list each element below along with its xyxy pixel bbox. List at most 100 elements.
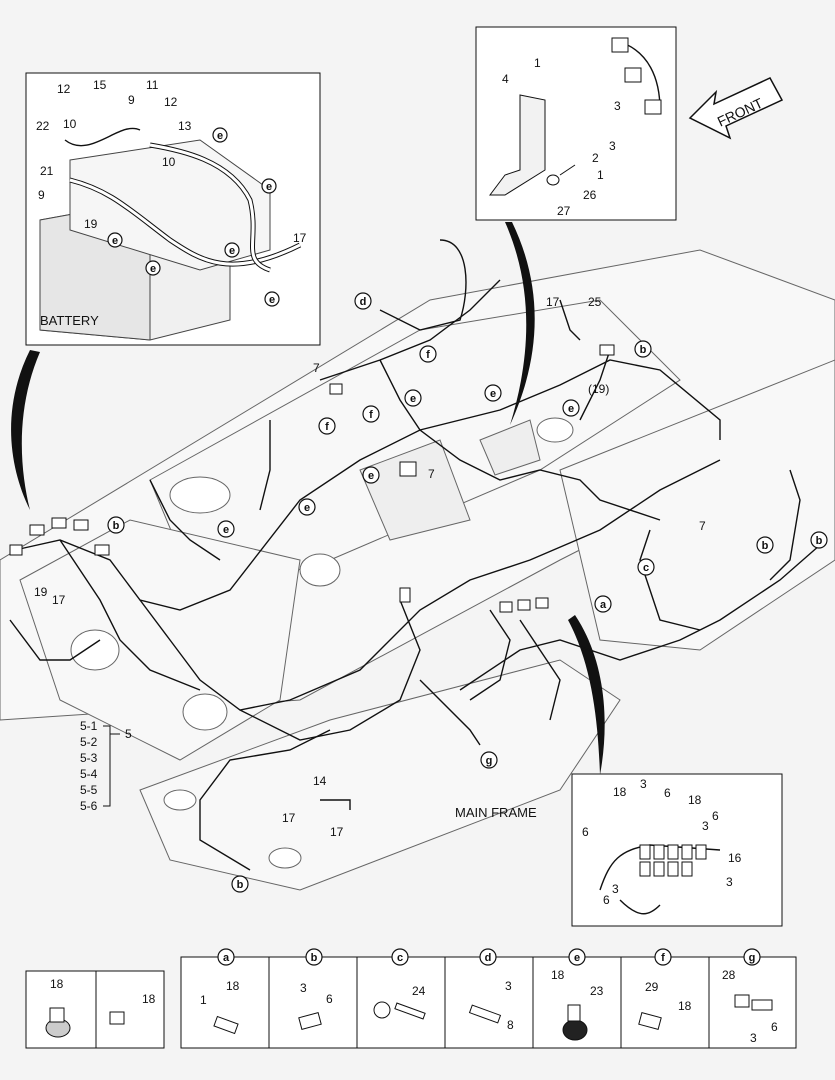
callout-e: e <box>368 470 374 482</box>
label: 5-6 <box>80 799 98 813</box>
label: 27 <box>557 204 571 218</box>
callout-e: e <box>229 245 235 257</box>
label: 10 <box>63 117 77 131</box>
detail-number-labels: 18 3 6 18 6 6 3 16 3 3 6 <box>582 777 742 907</box>
label: 4 <box>502 72 509 86</box>
callout-b: b <box>237 879 244 891</box>
legend-part: 3 <box>505 979 512 993</box>
label: 21 <box>40 164 54 178</box>
label: 10 <box>162 155 176 169</box>
legend-part: 3 <box>300 981 307 995</box>
label: 7 <box>428 467 435 481</box>
callout-e: e <box>410 393 416 405</box>
bracket-panel <box>475 26 677 221</box>
label: 12 <box>164 95 178 109</box>
label: 2 <box>592 151 599 165</box>
legend-key-a: a <box>223 952 230 964</box>
label: 19 <box>84 217 98 231</box>
legend-key-g: g <box>749 952 756 964</box>
callout-b: b <box>640 344 647 356</box>
label: 9 <box>128 93 135 107</box>
wire-harness <box>9 239 821 871</box>
label: 6 <box>664 786 671 800</box>
callout-e: e <box>490 388 496 400</box>
label: 5 <box>125 727 132 741</box>
label: 18 <box>613 785 627 799</box>
legend-part: 18 <box>551 968 565 982</box>
legend-part: 29 <box>645 980 659 994</box>
label: 3 <box>726 875 733 889</box>
label: 5-2 <box>80 735 98 749</box>
callout-f: f <box>426 349 430 361</box>
label: 6 <box>582 825 589 839</box>
label: 7 <box>699 519 706 533</box>
legend-key-f: f <box>661 952 665 964</box>
main-callouts: d f f f e e e e e e b b b b b c a g <box>107 292 828 893</box>
callout-c: c <box>643 562 649 574</box>
callout-b: b <box>762 540 769 552</box>
label: 14 <box>313 774 327 788</box>
legend-part: 18 <box>142 992 156 1006</box>
label: 22 <box>36 119 50 133</box>
legend <box>25 956 797 1049</box>
label: 7 <box>313 361 320 375</box>
label: 12 <box>57 82 71 96</box>
detail-link-arc <box>568 615 605 775</box>
front-arrow: FRONT <box>688 77 784 140</box>
callout-e: e <box>112 235 118 247</box>
callout-b: b <box>816 535 823 547</box>
main-frame-structure <box>0 249 835 891</box>
battery-link-arc <box>11 350 40 510</box>
legend-part: 6 <box>771 1020 778 1034</box>
legend-part: 18 <box>226 979 240 993</box>
connectors <box>9 344 615 613</box>
label: 18 <box>688 793 702 807</box>
legend-part: 28 <box>722 968 736 982</box>
callout-e: e <box>304 502 310 514</box>
label: 6 <box>712 809 719 823</box>
label: 3 <box>640 777 647 791</box>
label: 11 <box>146 78 159 92</box>
callout-e: e <box>568 403 574 415</box>
label: 15 <box>93 78 107 92</box>
callout-e: e <box>217 130 223 142</box>
bracket-number-labels: 1 4 3 3 2 1 27 26 <box>502 56 621 218</box>
label: 17 <box>546 295 560 309</box>
legend-part: 1 <box>200 993 207 1007</box>
legend-key-c: c <box>397 952 403 964</box>
label: 17 <box>282 811 296 825</box>
legend-part: 24 <box>412 984 426 998</box>
callout-f: f <box>325 421 329 433</box>
label: 3 <box>609 139 616 153</box>
label: 3 <box>614 99 621 113</box>
callout-e: e <box>150 263 156 275</box>
callout-e: e <box>269 294 275 306</box>
callout-e: e <box>223 524 229 536</box>
label: 9 <box>38 188 45 202</box>
legend-key-e: e <box>574 952 580 964</box>
label: 1 <box>597 168 604 182</box>
legend-part: 18 <box>50 977 64 991</box>
callout-f: f <box>369 409 373 421</box>
label: 26 <box>583 188 597 202</box>
label: 25 <box>588 295 602 309</box>
legend-part: 8 <box>507 1018 514 1032</box>
battery-title: BATTERY <box>40 313 99 328</box>
label: 19 <box>34 585 48 599</box>
battery-callouts: e e e e e e <box>107 127 280 307</box>
callout-d: d <box>360 296 367 308</box>
legend-part: 23 <box>590 984 604 998</box>
label: 1 <box>534 56 541 70</box>
legend-part: 6 <box>326 992 333 1006</box>
label: 3 <box>702 819 709 833</box>
label: 3 <box>612 882 619 896</box>
label: 5-3 <box>80 751 98 765</box>
callout-e: e <box>266 181 272 193</box>
label: 17 <box>52 593 66 607</box>
legend-part: 3 <box>750 1031 757 1045</box>
label: 13 <box>178 119 192 133</box>
label: 6 <box>603 893 610 907</box>
label: 5-1 <box>80 719 98 733</box>
